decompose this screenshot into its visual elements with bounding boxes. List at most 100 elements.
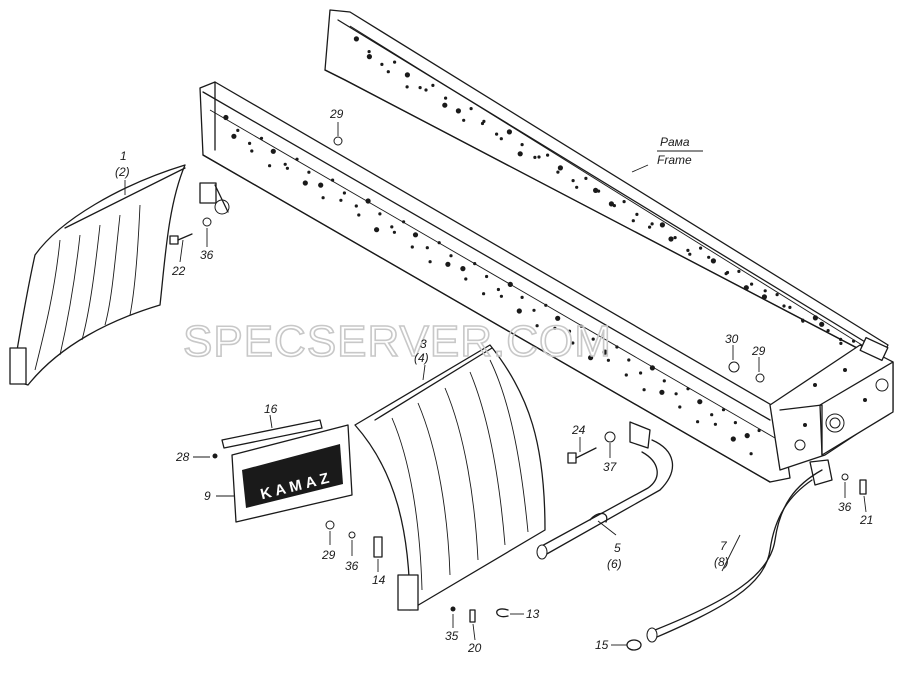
rivet-hole xyxy=(444,96,448,100)
rivet-hole xyxy=(517,151,523,157)
rivet-hole xyxy=(532,308,536,312)
rivet-hole xyxy=(318,182,324,188)
rivet-hole xyxy=(782,304,786,308)
rivet-hole xyxy=(662,379,666,383)
rivet-hole xyxy=(584,176,588,180)
rivet-hole xyxy=(688,252,692,256)
rivet-hole xyxy=(357,213,361,217)
rivet-hole xyxy=(366,54,372,60)
rivet-hole xyxy=(445,261,451,267)
rivet-hole xyxy=(405,85,409,89)
rivet-hole xyxy=(390,225,394,229)
callout-4: (4) xyxy=(414,351,429,365)
rivet-hole xyxy=(331,178,335,182)
rivet-hole xyxy=(627,358,631,362)
rivet-hole xyxy=(404,72,410,78)
bracket-7 xyxy=(646,459,833,643)
rivet-hole xyxy=(402,220,406,224)
rivet-hole xyxy=(642,388,646,392)
rivet-hole xyxy=(455,108,461,114)
rivet-hole xyxy=(674,392,678,396)
bracket-5 xyxy=(536,421,674,560)
callout-20: 20 xyxy=(467,641,482,655)
callout-2: (2) xyxy=(115,165,130,179)
hardware xyxy=(169,136,867,651)
rivet-hole xyxy=(321,196,325,200)
frame-label-ru: Рама xyxy=(660,135,690,149)
rivet-hole xyxy=(763,289,767,293)
rivet-hole xyxy=(285,166,289,170)
rivet-hole xyxy=(750,282,754,286)
callout-24: 24 xyxy=(571,423,586,437)
rivet-hole xyxy=(839,337,843,341)
rivet-hole xyxy=(852,339,856,343)
callout-5: 5 xyxy=(614,541,621,555)
fender-left xyxy=(9,164,230,386)
callout-3: 3 xyxy=(420,337,427,351)
rivet-hole xyxy=(606,358,611,362)
rivet-hole xyxy=(496,287,500,292)
rivet-hole xyxy=(268,164,272,168)
callout-1: 1 xyxy=(120,149,127,163)
rivet-hole xyxy=(250,149,254,153)
rivet-hole xyxy=(520,295,524,299)
rivet-hole xyxy=(749,452,753,456)
rivet-hole xyxy=(639,371,643,375)
rivet-hole xyxy=(624,373,628,377)
rivet-hole xyxy=(775,293,779,297)
rivet-hole xyxy=(826,329,830,333)
rivet-hole xyxy=(431,83,435,87)
rivet-hole xyxy=(495,132,499,136)
rivet-hole xyxy=(307,170,311,174)
frame-front-rail xyxy=(199,81,791,483)
rivet-hole xyxy=(259,136,264,140)
rivet-hole xyxy=(602,349,608,355)
callout-8: (8) xyxy=(714,555,729,569)
rivet-hole xyxy=(425,246,429,250)
callout-16: 16 xyxy=(264,402,278,416)
rivet-hole xyxy=(353,36,359,42)
rivet-hole xyxy=(612,204,617,208)
rivet-hole xyxy=(302,180,308,186)
rivet-hole xyxy=(480,121,485,126)
callout-9: 9 xyxy=(204,489,211,503)
rivet-hole xyxy=(710,258,717,264)
rivet-hole xyxy=(819,321,825,327)
rivet-hole xyxy=(535,324,539,328)
rivet-hole xyxy=(650,222,654,226)
rivet-hole xyxy=(393,60,397,64)
rivet-hole xyxy=(707,255,711,259)
rivet-hole xyxy=(571,179,575,183)
rivet-hole xyxy=(575,185,579,189)
rivet-hole xyxy=(730,436,736,442)
rivet-hole xyxy=(673,236,677,240)
rivet-hole xyxy=(428,260,432,264)
rivet-hole xyxy=(744,433,750,439)
leader-lines xyxy=(124,122,867,646)
rivet-hole xyxy=(506,129,512,135)
rivet-hole xyxy=(678,405,682,409)
callout-36: 36 xyxy=(200,248,214,262)
callout-21: 21 xyxy=(859,513,873,527)
mudflap-assembly: KAMAZ xyxy=(221,419,353,523)
rivet-hole xyxy=(365,198,371,204)
rivet-hole xyxy=(386,70,390,74)
frame-cross-member xyxy=(769,336,894,471)
rivet-hole xyxy=(236,128,240,132)
rivet-hole xyxy=(546,153,550,157)
watermark: SPECSERVER.COM xyxy=(183,317,612,366)
rivet-hole xyxy=(392,230,396,234)
rivet-hole xyxy=(649,365,656,371)
callout-22: 22 xyxy=(171,264,186,278)
rivet-hole xyxy=(437,241,441,245)
rivet-hole xyxy=(499,294,503,298)
rivet-hole xyxy=(410,245,414,249)
rivet-hole xyxy=(588,355,594,361)
rivet-hole xyxy=(499,137,503,141)
rivet-hole xyxy=(412,232,419,238)
rivet-hole xyxy=(449,254,453,258)
rivet-hole xyxy=(696,420,700,424)
callout-6: (6) xyxy=(607,557,622,571)
rivet-hole xyxy=(223,114,229,121)
